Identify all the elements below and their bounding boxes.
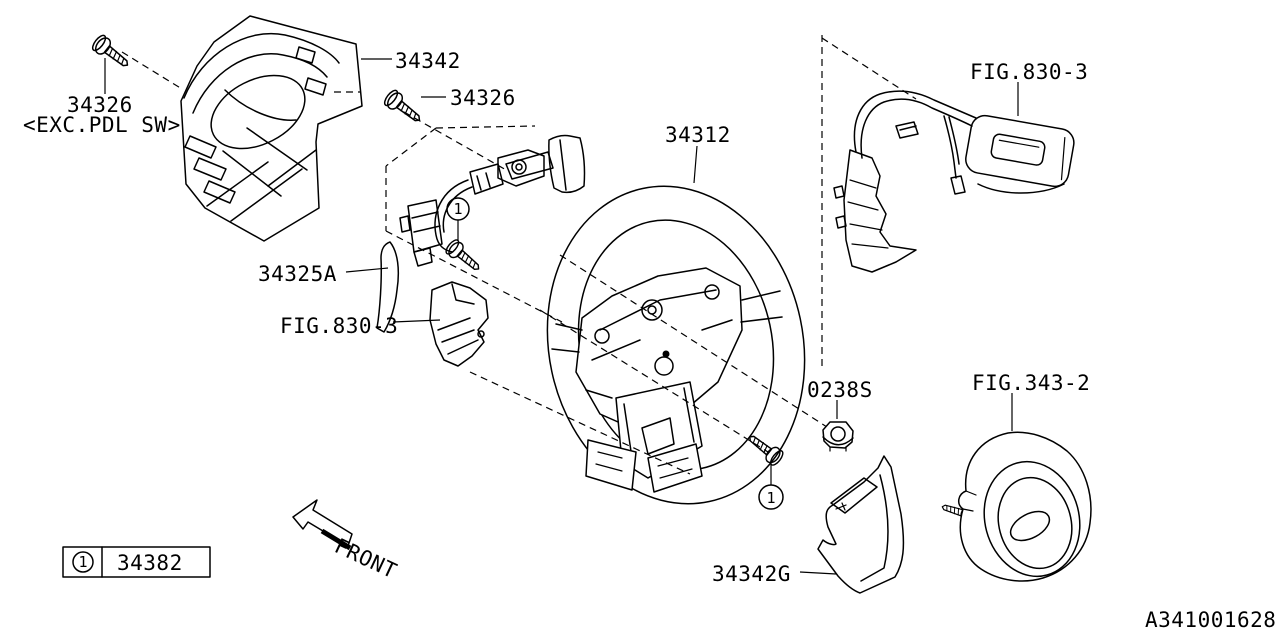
flange-nut-drawing: [822, 421, 854, 452]
callout-1-upper: 1: [446, 197, 470, 221]
legend-part-number: 34382: [117, 551, 183, 575]
legend-ref-label: 1: [78, 553, 87, 571]
screw-icon-upper-mid: [383, 89, 421, 122]
callout-1-upper-label: 1: [453, 200, 462, 218]
exploded-trajectory-dashes: [469, 35, 917, 475]
label-switch-fig-left: FIG.830-3: [280, 314, 398, 338]
steering-wheel-drawing: [546, 185, 806, 505]
leader-lines: [104, 58, 1019, 575]
screw-icon-callout1-lower: [749, 435, 784, 466]
steering-column-cover-drawing: [180, 15, 363, 242]
label-wire-bracket: 34325A: [258, 262, 337, 286]
label-column-cover: 34342: [395, 49, 461, 73]
screw-icon-upper-left: [91, 34, 129, 67]
front-arrow-icon: [292, 499, 353, 547]
front-label: FRONT: [331, 534, 401, 584]
label-screw-upper-left: 34326: [67, 93, 133, 117]
legend-box: 1 34382: [62, 546, 211, 578]
paddle-switch-drawing-left: [429, 281, 489, 367]
label-screw-upper-left-note: <EXC.PDL SW>: [23, 113, 181, 137]
harness-switch-assembly-drawing: [833, 90, 1075, 273]
callout-1-lower: 1: [758, 484, 784, 510]
lower-cover-drawing: [817, 455, 905, 594]
callout-1-lower-label: 1: [766, 489, 775, 507]
screw-icon-callout1-upper: [445, 239, 480, 270]
label-lower-cover: 34342G: [712, 562, 791, 586]
label-nut: 0238S: [807, 378, 873, 402]
front-direction-indicator: FRONT: [292, 499, 401, 584]
airbag-module-drawing: [941, 431, 1092, 582]
label-steering-wheel: 34312: [665, 123, 731, 147]
lever-bracket-assembly-drawing: [376, 134, 586, 333]
label-airbag-fig: FIG.343-2: [972, 371, 1090, 395]
label-screw-upper-mid: 34326: [450, 86, 516, 110]
assembly-dashed-lines: [121, 51, 563, 323]
label-switch-fig-upper-right: FIG.830-3: [970, 60, 1088, 84]
drawing-code: A341001628: [1145, 608, 1276, 632]
